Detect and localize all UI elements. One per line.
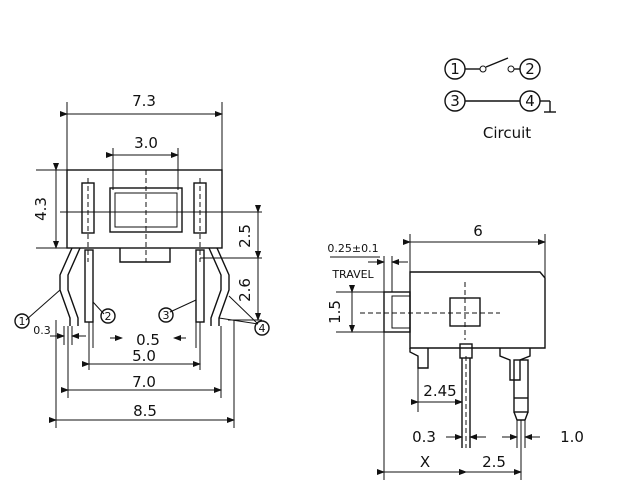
dim-window-width: 3.0 bbox=[134, 134, 158, 152]
dim-pin-pitch: 1.0 bbox=[560, 428, 584, 446]
left-lead bbox=[59, 247, 73, 326]
svg-text:2: 2 bbox=[105, 310, 112, 323]
dim-body-length: 6 bbox=[473, 222, 483, 240]
dim-lead-width: 7.0 bbox=[132, 373, 156, 391]
pin-2 bbox=[84, 249, 94, 323]
svg-text:4: 4 bbox=[525, 92, 535, 110]
dim-actuator-height: 1.5 bbox=[326, 300, 344, 324]
circuit-caption: Circuit bbox=[483, 124, 531, 142]
pin-label-2 bbox=[100, 308, 116, 324]
right-lead bbox=[216, 247, 230, 326]
dim-overall-width: 8.5 bbox=[133, 402, 157, 420]
terminal-2 bbox=[519, 58, 541, 80]
travel-value: 0.25±0.1 bbox=[327, 242, 378, 255]
dim-lead-offset: 2.45 bbox=[423, 382, 456, 400]
side-view: 6 0.25±0.1 TRAVEL 1.5 2.45 0.3 1.0 X bbox=[326, 222, 584, 480]
dim-pin-spacing: 5.0 bbox=[132, 347, 156, 365]
dim-pin-height: 2.5 bbox=[236, 224, 254, 248]
side-actuator bbox=[383, 291, 411, 333]
side-body bbox=[409, 271, 546, 349]
side-lead bbox=[513, 359, 529, 413]
side-pin bbox=[459, 343, 473, 359]
dim-lead-thickness: 0.3 bbox=[33, 324, 51, 337]
front-view: 7.3 3.0 bbox=[14, 92, 270, 428]
svg-text:3: 3 bbox=[450, 92, 460, 110]
pin-label-4 bbox=[254, 320, 270, 336]
dim-side-pin-spacing: 2.5 bbox=[482, 453, 506, 471]
switch-contact bbox=[485, 57, 509, 68]
pin-label-1 bbox=[14, 313, 30, 329]
dim-width-top: 7.3 bbox=[132, 92, 156, 110]
svg-text:1: 1 bbox=[19, 315, 26, 328]
svg-text:4: 4 bbox=[259, 322, 266, 335]
svg-text:3: 3 bbox=[163, 309, 170, 322]
dim-lead-height: 2.6 bbox=[236, 278, 254, 302]
travel-label: TRAVEL bbox=[331, 268, 374, 281]
dim-x: X bbox=[420, 453, 430, 471]
svg-text:2: 2 bbox=[525, 60, 535, 78]
switch-body bbox=[66, 169, 223, 249]
svg-text:1: 1 bbox=[450, 60, 460, 78]
pin-label-3 bbox=[158, 307, 174, 323]
dim-pin-thickness: 0.3 bbox=[412, 428, 436, 446]
dim-height-left: 4.3 bbox=[32, 197, 50, 221]
dim-pin-pitch-small: 0.5 bbox=[136, 331, 160, 349]
circuit-diagram: 1 2 3 4 Circuit bbox=[444, 57, 556, 142]
